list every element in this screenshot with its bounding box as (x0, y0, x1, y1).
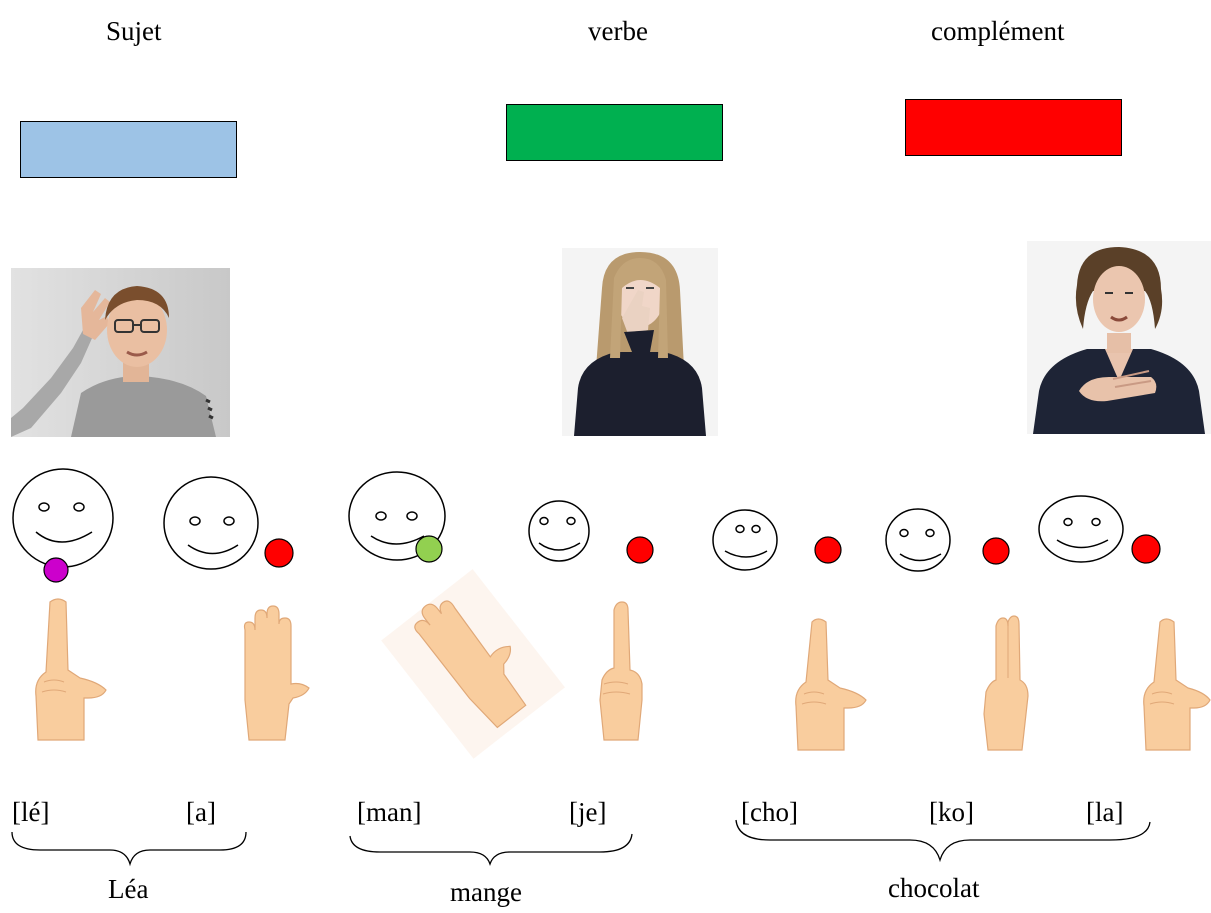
side-position-dot-4 (982, 537, 1010, 565)
side-position-dot-5 (1131, 534, 1161, 564)
cheek-position-dot (415, 535, 443, 563)
hand-index (599, 601, 643, 741)
syllable-la: [la] (1086, 797, 1124, 827)
verb-color-bar (506, 104, 723, 161)
syllable-cho: [cho] (741, 797, 798, 827)
brace-mange (349, 833, 633, 867)
hand-open-palm-thumb (243, 605, 310, 741)
hand-shape-row (35, 569, 1211, 759)
signer-photo-verb (562, 248, 718, 436)
syllable-je: [je] (569, 797, 607, 827)
brace-lea (11, 831, 247, 867)
hand-index-thumb-3 (1143, 618, 1211, 751)
syllable-a: [a] (186, 797, 216, 827)
word-braces (11, 819, 1151, 867)
subject-color-bar (20, 121, 237, 178)
hand-index-middle (983, 615, 1029, 751)
side-position-dot-1 (264, 538, 294, 568)
hand-index-thumb-1 (35, 598, 107, 741)
heading-subject: Sujet (106, 16, 162, 46)
word-lea: Léa (108, 874, 149, 904)
chin-position-dot (43, 557, 69, 583)
signer-photo-subject (11, 268, 230, 437)
hand-flat-tilted (381, 569, 565, 759)
syllable-man: [man] (357, 797, 422, 827)
face-diagram-3 (348, 471, 446, 561)
hand-index-thumb-2 (795, 618, 867, 751)
face-diagram-5 (712, 509, 778, 571)
side-position-dot-3 (814, 536, 842, 564)
word-mange: mange (450, 877, 522, 907)
face-diagram-4 (528, 500, 590, 562)
heading-verb: verbe (588, 16, 648, 46)
word-chocolat: chocolat (888, 873, 980, 903)
signer-photo-complement (1027, 241, 1211, 434)
syllable-ko: [ko] (929, 797, 974, 827)
complement-color-bar (905, 99, 1122, 156)
cue-position-row (12, 468, 1161, 583)
heading-complement: complément (931, 16, 1065, 46)
face-diagram-7 (1038, 495, 1124, 563)
brace-chocolat (735, 819, 1151, 863)
syllable-le: [lé] (12, 797, 50, 827)
face-diagram-6 (885, 508, 951, 572)
side-position-dot-2 (626, 536, 654, 564)
face-diagram-2 (163, 476, 259, 570)
face-diagram-1 (12, 468, 114, 568)
